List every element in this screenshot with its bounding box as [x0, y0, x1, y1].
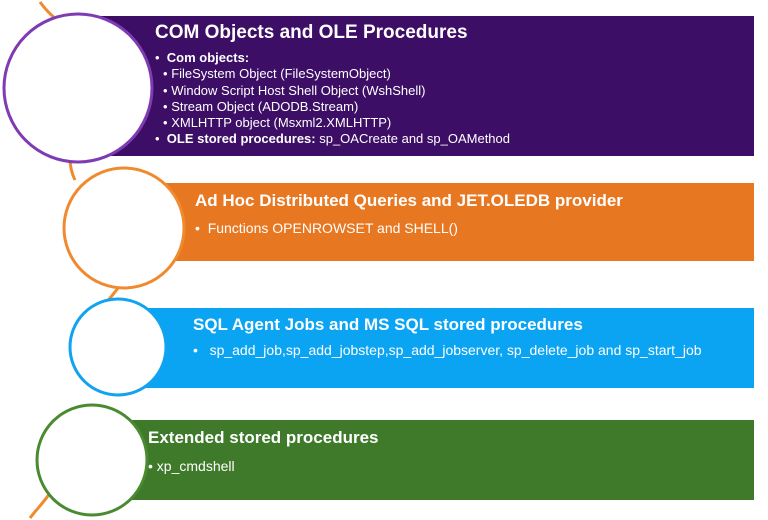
section-extended-procedures: Extended stored procedures • xp_cmdshell — [108, 420, 754, 500]
bullet: • — [148, 458, 153, 474]
bullet: • — [195, 220, 200, 236]
bar-bg-sql — [141, 308, 754, 388]
bar-bg-ext — [108, 420, 754, 500]
section-title: Extended stored procedures — [148, 428, 379, 447]
bar-bg-adhoc — [141, 183, 754, 261]
section-ad-hoc-queries: Ad Hoc Distributed Queries and JET.OLEDB… — [141, 183, 754, 261]
section-title: COM Objects and OLE Procedures — [155, 22, 468, 43]
bullet: • — [163, 66, 168, 82]
item-text: Functions OPENROWSET and SHELL() — [207, 220, 458, 236]
item-text: Stream Object (ADODB.Stream) — [171, 98, 359, 114]
list-item: • Functions OPENROWSET and SHELL() — [195, 219, 754, 237]
list-item: • Stream Object (ADODB.Stream) — [155, 99, 754, 115]
bullet: • — [163, 98, 168, 114]
bullet-list: • sp_add_job,sp_add_jobstep,sp_add_jobse… — [193, 341, 754, 359]
list-item: • xp_cmdshell — [148, 457, 754, 475]
circle-ext — [35, 403, 149, 517]
item-bold-label: Com objects: — [166, 50, 250, 65]
item-text: XMLHTTP object (Msxml2.XMLHTTP) — [171, 115, 392, 131]
item-text: sp_add_job,sp_add_jobstep,sp_add_jobserv… — [209, 342, 702, 358]
circle-com — [2, 12, 154, 164]
list-item: • Com objects: — [155, 50, 754, 66]
item-text: FileSystem Object (FileSystemObject) — [171, 66, 391, 82]
item-text: xp_cmdshell — [156, 458, 235, 474]
item-bold-label: OLE stored procedures: — [166, 131, 316, 147]
bullet: • — [155, 50, 160, 65]
list-item: • FileSystem Object (FileSystemObject) — [155, 66, 754, 82]
bullet: • — [163, 115, 168, 131]
list-item: • OLE stored procedures: sp_OACreate and… — [155, 131, 754, 147]
circle-adhoc — [62, 166, 186, 290]
bar-bg-com — [98, 16, 754, 156]
bullet-list: • Functions OPENROWSET and SHELL() — [195, 219, 754, 237]
bullet: • — [155, 131, 160, 147]
list-item: • sp_add_job,sp_add_jobstep,sp_add_jobse… — [193, 341, 749, 359]
item-text: sp_OACreate and sp_OAMethod — [315, 131, 510, 147]
section-title: Ad Hoc Distributed Queries and JET.OLEDB… — [195, 191, 623, 210]
section-title: SQL Agent Jobs and MS SQL stored procedu… — [193, 315, 583, 334]
bullet: • — [193, 342, 198, 358]
list-item: • Window Script Host Shell Object (WshSh… — [155, 83, 754, 99]
item-text: Window Script Host Shell Object (WshShel… — [171, 82, 426, 98]
section-com-objects: COM Objects and OLE Procedures • Com obj… — [98, 16, 754, 156]
bullet-list: • xp_cmdshell — [148, 457, 754, 475]
list-item: • XMLHTTP object (Msxml2.XMLHTTP) — [155, 115, 754, 131]
bullet: • — [163, 82, 168, 98]
bullet-list: • Com objects: • FileSystem Object (File… — [155, 50, 754, 148]
section-sql-agent-jobs: SQL Agent Jobs and MS SQL stored procedu… — [141, 308, 754, 388]
circle-sql — [68, 297, 168, 397]
